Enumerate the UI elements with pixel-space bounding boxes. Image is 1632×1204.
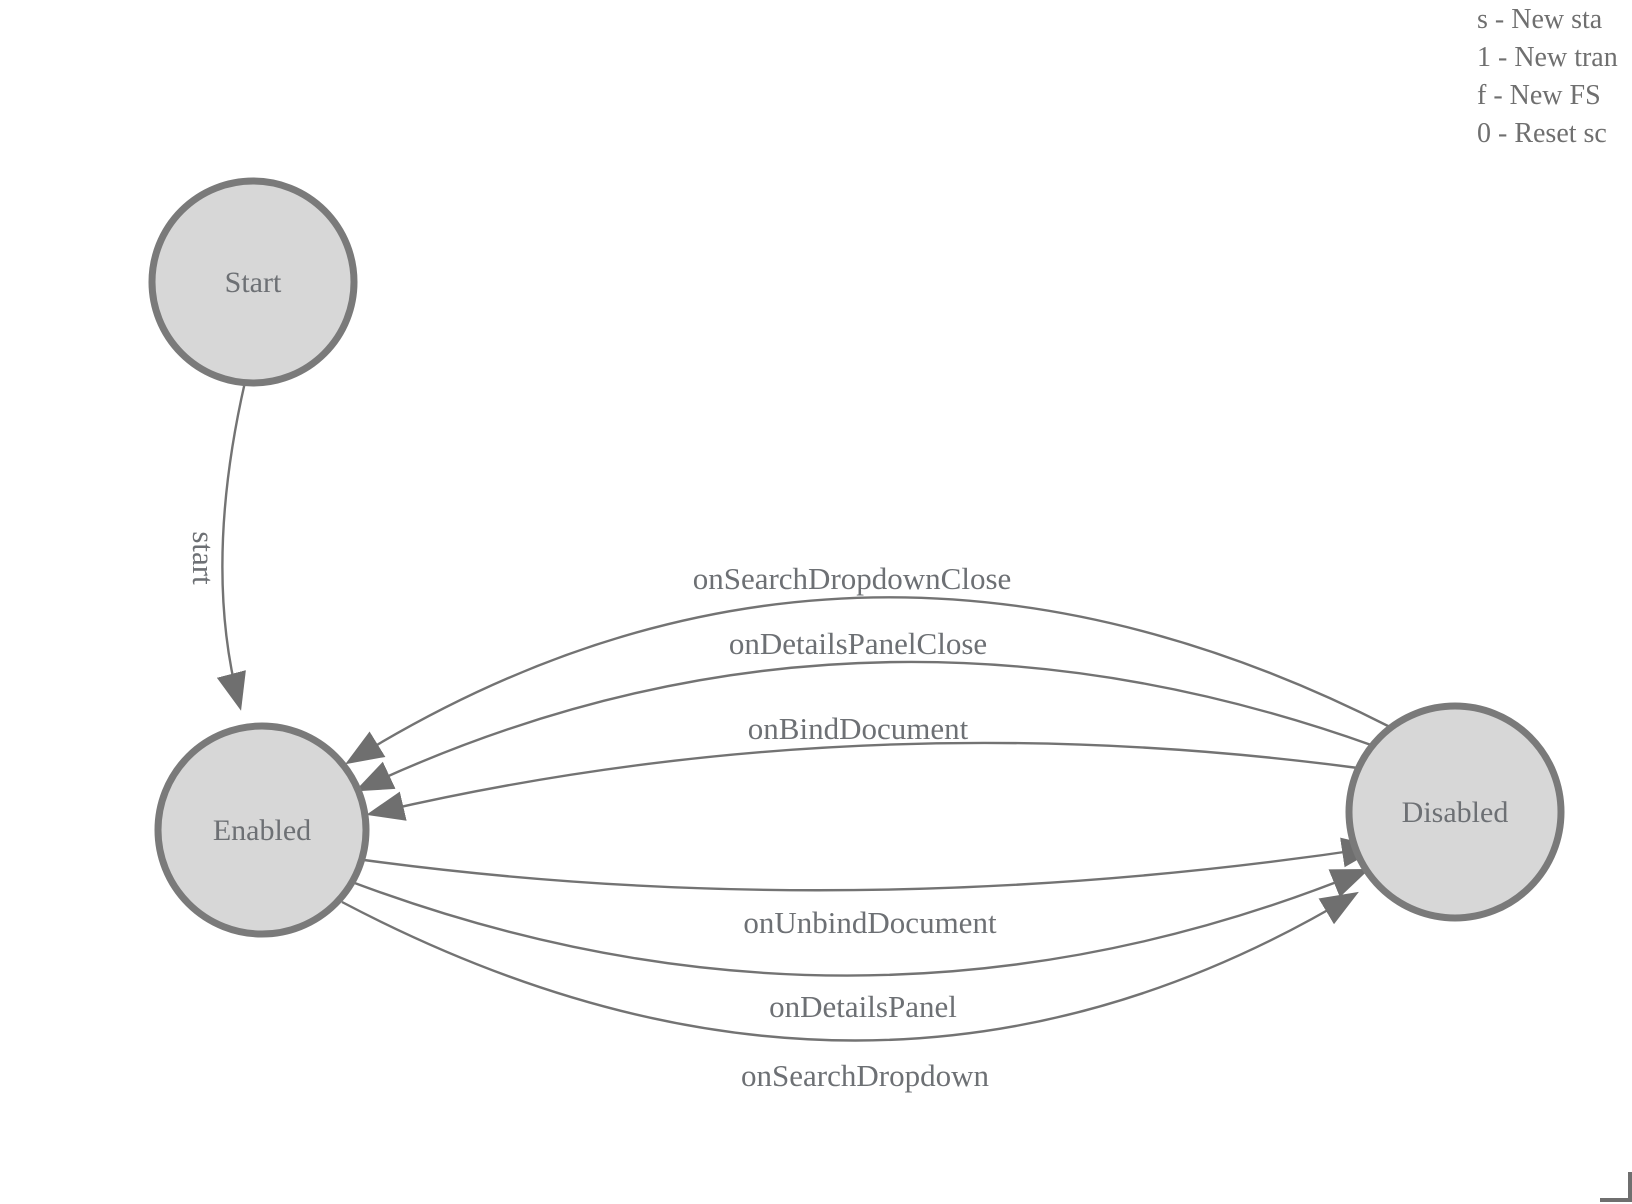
state-circle-enabled[interactable] — [154, 722, 370, 938]
edge-label-group: start onSearchDropdownClose onDetailsPan… — [186, 531, 1011, 1093]
shortcut-legend: s - New sta 1 - New tran f - New FS 0 - … — [1477, 1, 1618, 153]
edge-label-onDetailsPanelClose: onDetailsPanelClose — [729, 626, 987, 661]
state-node-disabled: Disabled — [1345, 702, 1565, 922]
edge-onSearchDropdown[interactable] — [341, 891, 1359, 1042]
state-node-enabled: Enabled — [154, 722, 370, 938]
edge-group — [216, 381, 1391, 1042]
edge-label-onSearchDropdown: onSearchDropdown — [741, 1058, 989, 1093]
frame-corner — [1600, 1172, 1632, 1202]
edge-onSearchDropdownClose[interactable] — [345, 596, 1391, 765]
edge-onDetailsPanelClose[interactable] — [354, 660, 1375, 792]
edge-label-onBindDocument: onBindDocument — [748, 711, 969, 746]
edge-onDetailsPanel[interactable] — [351, 869, 1370, 977]
state-node-group: Start Enabled Disabled — [148, 177, 1565, 938]
legend-line-new-fsm: f - New FS — [1477, 80, 1601, 111]
edge-onBindDocument[interactable] — [366, 741, 1359, 821]
edge-onUnbindDocument[interactable] — [363, 837, 1380, 892]
state-label-disabled: Disabled — [1402, 796, 1509, 829]
edge-label-onDetailsPanel: onDetailsPanel — [769, 989, 957, 1024]
edge-start[interactable] — [216, 381, 247, 711]
legend-line-new-state: s - New sta — [1477, 4, 1603, 35]
state-node-start: Start — [148, 177, 358, 387]
state-label-start: Start — [225, 266, 282, 299]
state-circle-disabled[interactable] — [1345, 702, 1565, 922]
edge-label-start: start — [186, 531, 221, 585]
state-circle-start[interactable] — [148, 177, 358, 387]
legend-line-reset: 0 - Reset sc — [1477, 118, 1607, 149]
edge-label-onSearchDropdownClose: onSearchDropdownClose — [693, 561, 1012, 596]
state-label-enabled: Enabled — [213, 814, 311, 847]
legend-line-new-transition: 1 - New tran — [1477, 42, 1618, 73]
edge-label-onUnbindDocument: onUnbindDocument — [743, 905, 997, 940]
